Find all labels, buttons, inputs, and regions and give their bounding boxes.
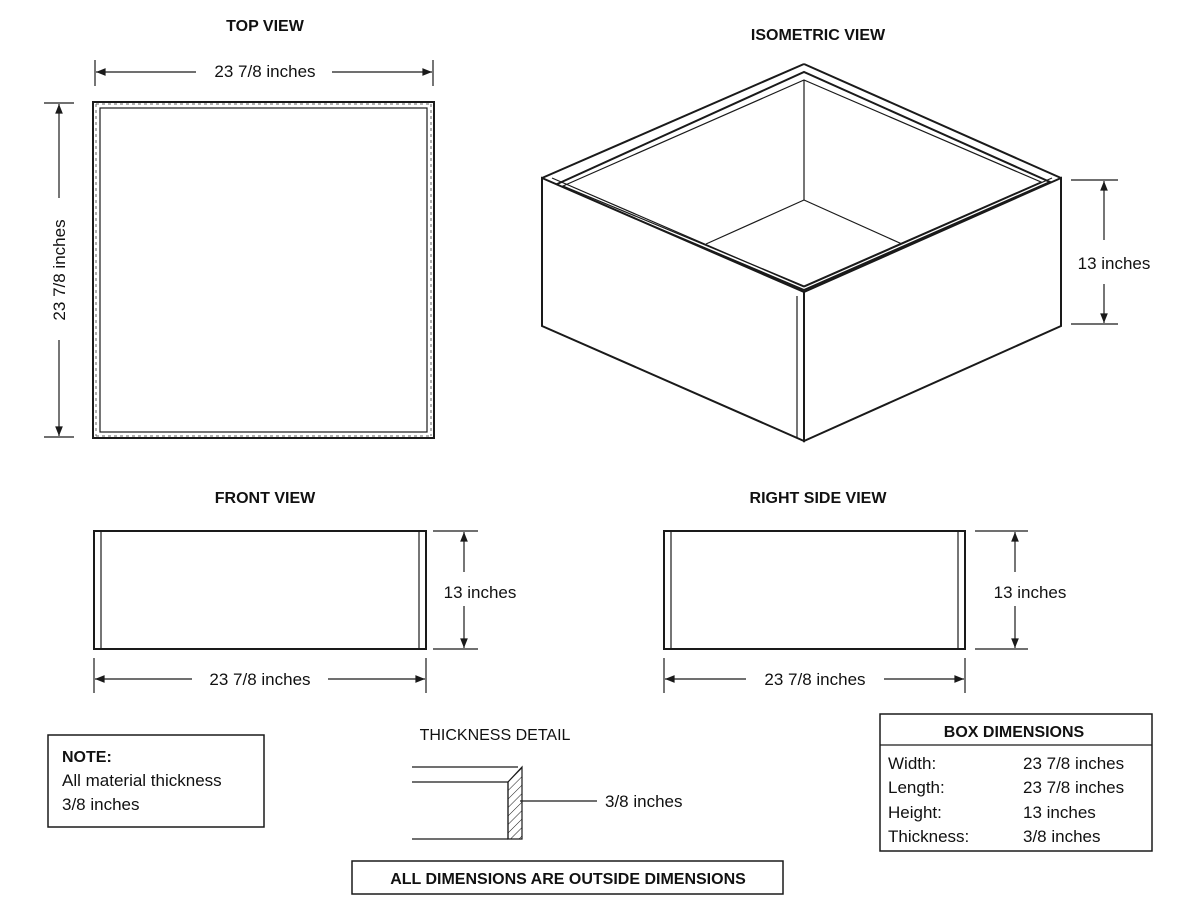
thickness-detail-title: THICKNESS DETAIL (420, 727, 571, 744)
isometric-back-left-edge (541, 63, 805, 179)
footer-note-text: ALL DIMENSIONS ARE OUTSIDE DIMENSIONS (390, 871, 746, 888)
box-dimensions-row-value: 3/8 inches (1023, 827, 1101, 846)
isometric-front-right-face (803, 176, 1062, 443)
box-dimensions-row-value: 23 7/8 inches (1023, 754, 1124, 773)
front-view-width-label: 23 7/8 inches (209, 670, 310, 689)
top-view-outer-outline (92, 101, 435, 439)
thickness-detail-label: 3/8 inches (605, 792, 683, 811)
isometric-height-label: 13 inches (1078, 254, 1151, 273)
thickness-detail: THICKNESS DETAIL 3/8 inches (412, 727, 683, 840)
top-view-width-label: 23 7/8 inches (214, 62, 315, 81)
isometric-inner-floor-left (705, 199, 805, 245)
box-dimensions-row-label: Thickness: (888, 827, 969, 846)
footer-note-border (351, 860, 784, 895)
isometric-rim-edge (551, 177, 805, 288)
right-side-view-width-label: 23 7/8 inches (764, 670, 865, 689)
box-dimensions-row-label: Width: (888, 754, 936, 773)
front-view: FRONT VIEW 13 inches 23 7/8 inches (93, 490, 517, 693)
top-view: TOP VIEW 23 7/8 inches 23 7/8 inches (44, 18, 435, 439)
note-line-2: 3/8 inches (62, 795, 140, 814)
isometric-rim-edge (803, 177, 1053, 288)
thickness-detail-hatched-wall (507, 765, 523, 840)
right-side-view-height-label: 13 inches (994, 583, 1067, 602)
box-dimensions-row-value: 13 inches (1023, 803, 1096, 822)
note-heading: NOTE: (62, 749, 112, 766)
front-view-outline (93, 530, 427, 650)
box-dimensions-row-label: Height: (888, 803, 942, 822)
note-box-border (47, 734, 265, 828)
isometric-back-right-edge (803, 63, 1062, 179)
top-view-title: TOP VIEW (226, 18, 305, 35)
box-dimensions-row-label: Length: (888, 778, 945, 797)
top-view-inner-outline (99, 107, 428, 433)
isometric-inner-floor-right (803, 199, 903, 245)
isometric-view: ISOMETRIC VIEW 13 inches (541, 27, 1151, 443)
right-side-view-title: RIGHT SIDE VIEW (750, 490, 888, 507)
box-dimensions-title: BOX DIMENSIONS (944, 724, 1085, 741)
isometric-view-title: ISOMETRIC VIEW (751, 27, 886, 44)
note-box: NOTE: All material thickness 3/8 inches (47, 734, 265, 828)
right-side-view: RIGHT SIDE VIEW 13 inches 23 7/8 inches (663, 490, 1067, 693)
right-side-view-outline (663, 530, 966, 650)
box-dimensions-border (879, 713, 1153, 852)
top-view-length-label: 23 7/8 inches (50, 219, 69, 320)
footer-note: ALL DIMENSIONS ARE OUTSIDE DIMENSIONS (351, 860, 784, 895)
note-line-1: All material thickness (62, 771, 222, 790)
box-dimensions-table: BOX DIMENSIONS Width: 23 7/8 inches Leng… (879, 713, 1153, 852)
front-view-title: FRONT VIEW (215, 490, 316, 507)
box-dimensions-row-value: 23 7/8 inches (1023, 778, 1124, 797)
front-view-height-label: 13 inches (444, 583, 517, 602)
